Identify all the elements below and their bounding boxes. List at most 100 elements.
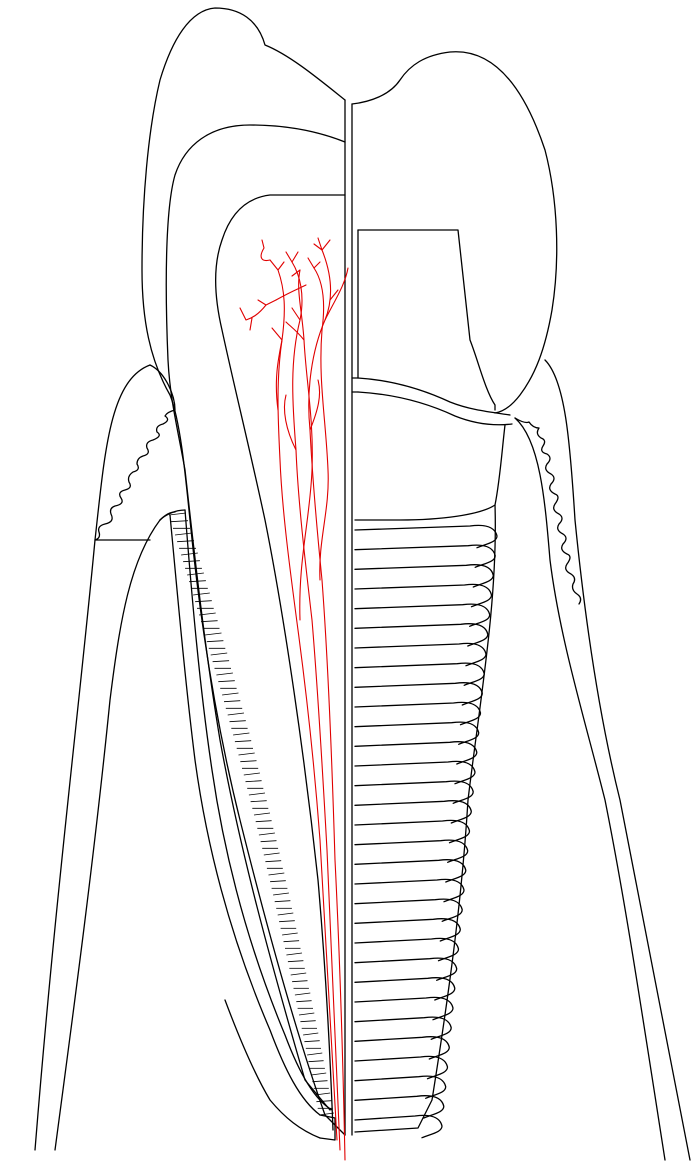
ligament-hatch-line <box>304 1041 319 1042</box>
ligament-hatch-line <box>288 961 304 962</box>
tooth-dentin-outline <box>166 125 345 1110</box>
ligament-hatch-line <box>193 593 210 595</box>
ligament-hatch-line <box>211 653 228 655</box>
ligament-hatch-line <box>181 553 198 555</box>
natural-tooth <box>142 8 345 1140</box>
ligament-hatch-line <box>244 773 260 775</box>
implant-thread <box>355 545 495 567</box>
implant-thread <box>355 584 492 606</box>
implant-thread <box>355 997 453 1019</box>
implant-thread <box>355 722 479 744</box>
tooth-enamel-outline <box>142 8 345 1135</box>
implant-thread <box>355 860 466 882</box>
ligament-hatch-line <box>284 941 300 942</box>
ligament-hatch-line <box>239 753 255 755</box>
ligament-hatch-line <box>224 701 240 702</box>
ligament-hatch-line <box>278 913 294 915</box>
ligament-hatch-line <box>177 541 194 542</box>
implant-thread <box>355 1096 444 1118</box>
implant-thread <box>355 938 459 960</box>
center-divider <box>345 100 352 1135</box>
gum-and-bone-right <box>515 360 690 1160</box>
implant-thread <box>355 978 455 1000</box>
ligament-hatch-line <box>195 601 212 602</box>
implant-crown <box>352 52 557 425</box>
ligament-hatch-line <box>240 761 256 762</box>
implant-thread <box>355 919 460 941</box>
implant-thread <box>355 801 471 823</box>
ligament-hatch-line <box>207 641 224 642</box>
ligament-hatch-line <box>222 693 238 695</box>
ligament-hatch-line <box>303 1033 318 1035</box>
ligament-hatch-line <box>218 681 235 682</box>
pulp-chamber <box>216 195 345 1130</box>
ligament-hatch-line <box>270 881 286 882</box>
ligament-hatch-line <box>175 533 192 535</box>
ligament-hatch-line <box>275 901 291 902</box>
ligament-hatch-line <box>216 673 233 675</box>
implant-thread <box>355 820 470 842</box>
implant-thread <box>355 663 484 685</box>
ligament-hatch-line <box>295 993 310 995</box>
ligament-hatch-line <box>251 801 267 802</box>
implant-collar <box>355 425 505 520</box>
ligament-hatch-line <box>296 1001 311 1002</box>
ligament-hatch-line <box>254 813 270 815</box>
ligament-hatch-line <box>316 1101 331 1102</box>
ligament-hatch-line <box>230 721 246 722</box>
implant-thread <box>355 840 468 862</box>
implant-thread <box>355 683 482 705</box>
ligament-hatch-line <box>235 741 251 742</box>
implant-thread <box>355 781 473 803</box>
implant-thread <box>355 1017 451 1039</box>
ligament-hatch-line <box>311 1073 326 1075</box>
ligament-hatch-line <box>308 1061 323 1062</box>
implant-thread <box>355 958 457 980</box>
ligament-hatch-line <box>261 841 277 842</box>
ligament-hatch-line <box>279 921 295 922</box>
ligament-hatch-line <box>282 933 298 935</box>
ligament-hatch-line <box>183 561 200 562</box>
ligament-hatch-line <box>233 733 249 735</box>
implant-crown-outline <box>352 52 557 413</box>
implant-thread <box>355 899 462 921</box>
implant-thread <box>355 1056 448 1078</box>
ligament-hatch-line <box>201 621 218 622</box>
ligament-hatch-line <box>273 893 289 895</box>
ligament-hatch-line <box>256 821 272 822</box>
pulp-nerve-branches <box>240 238 348 1160</box>
ligament-hatch-line <box>312 1081 327 1082</box>
ligament-hatch-line <box>246 781 262 782</box>
abutment-window <box>358 230 495 410</box>
ligament-hatch-line <box>299 1013 314 1015</box>
implant-threads <box>355 525 497 1137</box>
implant-thread <box>355 624 488 646</box>
periodontal-ligament-hatching <box>169 513 334 1115</box>
ligament-hatch-line <box>249 793 265 795</box>
implant-thread <box>355 525 497 547</box>
implant-body-outline <box>355 505 495 1132</box>
ligament-hatch-line <box>291 973 307 975</box>
ligament-hatch-line <box>307 1053 322 1055</box>
ligament-hatch-line <box>286 953 302 955</box>
ligament-hatch-line <box>205 633 222 635</box>
ligament-hatch-line <box>259 833 275 835</box>
gum-and-bone-left <box>35 365 175 1150</box>
implant-thread <box>355 742 477 764</box>
ligament-hatch-line <box>300 1021 315 1022</box>
ligament-hatch-line <box>292 981 307 982</box>
ligament-hatch-line <box>264 853 280 855</box>
implant-thread <box>355 604 490 626</box>
implant-thread <box>355 1115 442 1137</box>
implant-thread <box>355 1037 449 1059</box>
ligament-hatch-line <box>189 581 206 582</box>
implant-thread <box>355 702 481 724</box>
ligament-hatch-line <box>269 873 285 875</box>
ligament-hatch-line <box>213 661 230 662</box>
implant-thread <box>355 643 486 665</box>
implant-thread <box>355 565 493 587</box>
ligament-hatch-line <box>265 861 281 862</box>
implant-thread <box>355 879 464 901</box>
implant-thread <box>355 761 475 783</box>
